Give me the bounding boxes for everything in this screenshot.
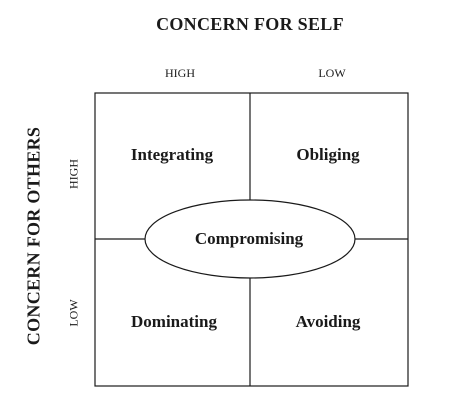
compromising-ellipse bbox=[144, 199, 356, 279]
quadrant-avoiding: Avoiding bbox=[295, 312, 361, 331]
diagram-title: CONCERN FOR SELF bbox=[156, 14, 344, 34]
column-label-high: HIGH bbox=[165, 66, 195, 80]
quadrant-integrating: Integrating bbox=[130, 145, 214, 164]
column-label-low: LOW bbox=[318, 66, 346, 80]
quadrant-obliging: Obliging bbox=[296, 145, 360, 164]
center-compromising: Compromising bbox=[194, 229, 304, 248]
quadrant-dominating: Dominating bbox=[131, 312, 217, 331]
